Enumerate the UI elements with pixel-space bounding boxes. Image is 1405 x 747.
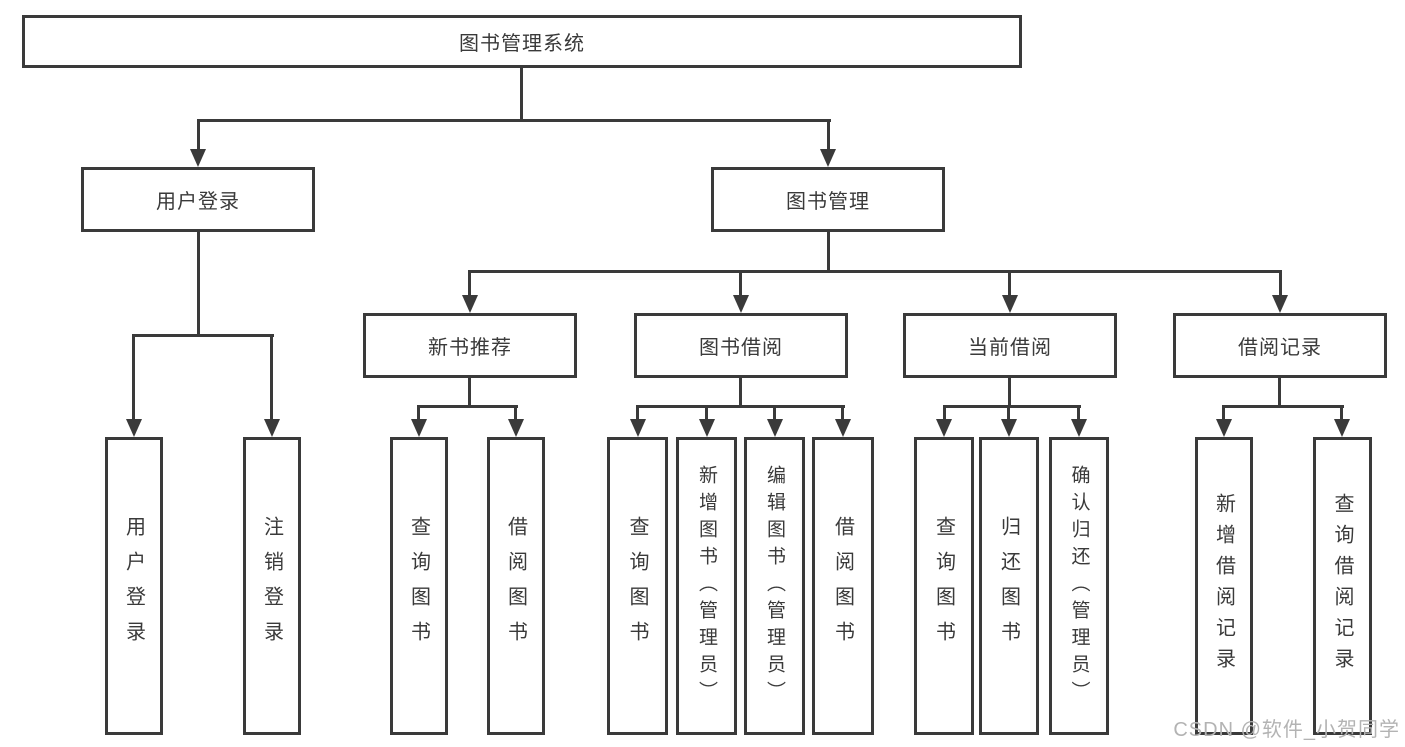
connector-line <box>636 405 845 408</box>
connector-line <box>827 230 830 272</box>
connector-line <box>1222 405 1225 421</box>
arrow-down-icon <box>411 419 427 437</box>
leaf-confirm-return-admin: 确认归还（管理员） <box>1049 437 1109 735</box>
leaf-user-login: 用户登录 <box>105 437 163 735</box>
connector-line <box>1340 405 1343 421</box>
leaf-edit-books-admin: 编辑图书（管理员） <box>744 437 805 735</box>
node-library-management-system: 图书管理系统 <box>22 15 1022 68</box>
node-book-borrowing: 图书借阅 <box>634 313 848 378</box>
connector-line <box>197 119 831 122</box>
leaf-query-borrow-record: 查询借阅记录 <box>1313 437 1372 735</box>
arrow-down-icon <box>835 419 851 437</box>
connector-line <box>943 405 1081 408</box>
leaf-return-books: 归还图书 <box>979 437 1039 735</box>
connector-line <box>197 119 200 151</box>
arrow-down-icon <box>190 149 206 167</box>
node-borrowing-records: 借阅记录 <box>1173 313 1387 378</box>
connector-line <box>417 405 420 421</box>
connector-line <box>739 376 742 407</box>
connector-line <box>1279 270 1282 297</box>
arrow-down-icon <box>699 419 715 437</box>
node-book-management: 图书管理 <box>711 167 945 232</box>
connector-line <box>270 334 273 421</box>
connector-line <box>827 119 830 151</box>
leaf-query-books: 查询图书 <box>390 437 448 735</box>
connector-line <box>197 230 200 336</box>
csdn-watermark: CSDN @软件_小贺同学 <box>1173 719 1400 741</box>
arrow-down-icon <box>1334 419 1350 437</box>
connector-line <box>468 376 471 407</box>
connector-line <box>520 66 523 122</box>
arrow-down-icon <box>820 149 836 167</box>
node-user-login: 用户登录 <box>81 167 315 232</box>
arrow-down-icon <box>508 419 524 437</box>
arrow-down-icon <box>630 419 646 437</box>
leaf-borrow-books: 借阅图书 <box>487 437 545 735</box>
connector-line <box>468 270 471 297</box>
arrow-down-icon <box>126 419 142 437</box>
leaf-add-borrow-record: 新增借阅记录 <box>1195 437 1253 735</box>
arrow-down-icon <box>936 419 952 437</box>
connector-line <box>1008 270 1011 297</box>
connector-line <box>1008 376 1011 407</box>
arrow-down-icon <box>1002 295 1018 313</box>
node-current-borrowing: 当前借阅 <box>903 313 1117 378</box>
connector-line <box>514 405 517 421</box>
connector-line <box>943 405 946 421</box>
connector-line <box>468 270 1282 273</box>
arrow-down-icon <box>1071 419 1087 437</box>
connector-line <box>773 405 776 421</box>
connector-line <box>705 405 708 421</box>
leaf-query-books: 查询图书 <box>914 437 974 735</box>
connector-line <box>132 334 135 421</box>
arrow-down-icon <box>1001 419 1017 437</box>
arrow-down-icon <box>767 419 783 437</box>
connector-line <box>1222 405 1344 408</box>
leaf-borrow-books: 借阅图书 <box>812 437 874 735</box>
arrow-down-icon <box>264 419 280 437</box>
connector-line <box>417 405 518 408</box>
connector-line <box>636 405 639 421</box>
arrow-down-icon <box>733 295 749 313</box>
arrow-down-icon <box>462 295 478 313</box>
arrow-down-icon <box>1272 295 1288 313</box>
connector-line <box>1077 405 1080 421</box>
connector-line <box>841 405 844 421</box>
leaf-add-books-admin: 新增图书（管理员） <box>676 437 737 735</box>
connector-line <box>132 334 274 337</box>
connector-line <box>1007 405 1010 421</box>
node-new-book-recommendation: 新书推荐 <box>363 313 577 378</box>
leaf-logout: 注销登录 <box>243 437 301 735</box>
leaf-query-books: 查询图书 <box>607 437 668 735</box>
connector-line <box>1278 376 1281 407</box>
connector-line <box>739 270 742 297</box>
arrow-down-icon <box>1216 419 1232 437</box>
